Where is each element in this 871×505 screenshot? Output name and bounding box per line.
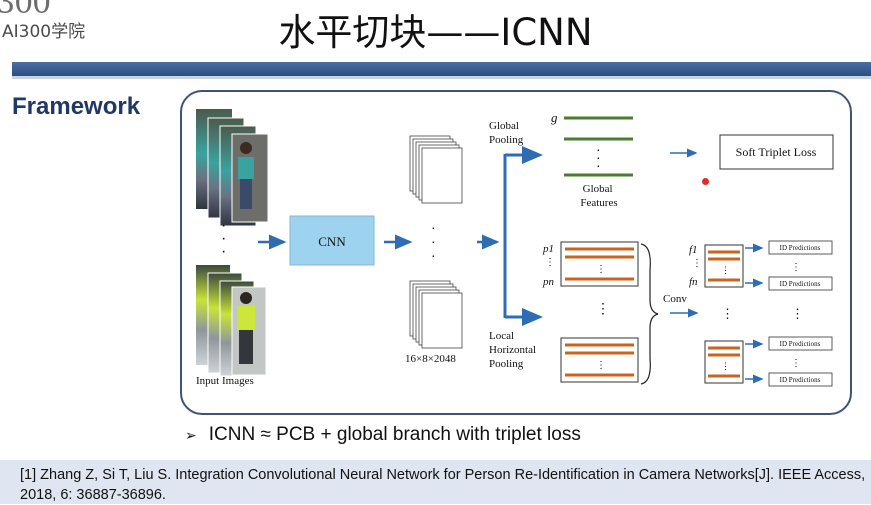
conv-label: Conv (663, 293, 687, 305)
id-prediction-label-3: ID Predictions (780, 340, 821, 348)
bullet-point: ➢ ICNN ≈ PCB + global branch with triplet… (185, 424, 581, 446)
feature-map-stack-top (409, 135, 463, 204)
id-ellipsis-1: ⋮ (791, 262, 801, 273)
input-image-stack-bottom (196, 265, 267, 377)
conv-ellipsis-mid: ⋮ (721, 306, 734, 321)
id-ellipsis-2: ⋮ (791, 358, 801, 369)
reference-text: [1] Zhang Z, Si T, Liu S. Integration Co… (20, 467, 866, 503)
f1-label: f1 (689, 244, 698, 256)
global-ellipsis-1: · (596, 141, 601, 157)
global-ellipsis-3: · (596, 157, 601, 173)
id-prediction-box-2 (768, 276, 833, 291)
svg-text:⋮: ⋮ (721, 361, 730, 371)
logo-mark: 300 (0, 0, 51, 21)
fn-label: fn (689, 276, 698, 288)
f-ellipsis: ⋮ (692, 258, 702, 269)
feature-map-label: 16×8×2048 (405, 353, 456, 365)
id-prediction-label-4: ID Predictions (780, 376, 821, 384)
id-prediction-label-2: ID Predictions (780, 280, 821, 288)
id-prediction-box-1 (768, 240, 833, 255)
title-underline-bar (12, 62, 871, 76)
conv-feature-box-top: ⋮ (704, 244, 744, 288)
figure-frame (180, 90, 852, 415)
input-ellipsis-3: · (221, 243, 226, 260)
local-part-box-bottom: ⋮ (560, 337, 639, 383)
local-pooling-label: Local Horizontal Pooling (489, 330, 539, 370)
id-prediction-label-1: ID Predictions (780, 244, 821, 252)
title-underline-shadow (12, 76, 871, 79)
ai300-logo: 300 AI300学院 (0, 0, 110, 42)
local-ellipsis-mid: ⋮ (596, 300, 610, 316)
cnn-label: CNN (318, 234, 346, 249)
section-label: Framework (12, 93, 141, 120)
feature-map-stack-bottom (409, 280, 463, 349)
logo-text: AI300学院 (2, 22, 86, 42)
pn-label: pn (542, 276, 555, 288)
p-ellipsis: ⋮ (545, 257, 555, 268)
global-features-label: Global Features (580, 183, 617, 209)
conv-feature-box-bottom: ⋮ (704, 340, 744, 384)
bullet-arrow-icon: ➢ (185, 427, 197, 443)
svg-text:⋮: ⋮ (721, 265, 730, 275)
pointer-cursor (702, 178, 709, 185)
bullet-text: ICNN ≈ PCB + global branch with triplet … (208, 424, 581, 445)
p1-label: p1 (542, 243, 554, 255)
cnn-box (289, 215, 375, 266)
input-images-label: Input Images (196, 375, 254, 387)
conv-brace (640, 243, 659, 385)
soft-triplet-loss-box (719, 134, 834, 170)
soft-triplet-loss-label: Soft Triplet Loss (736, 145, 817, 159)
global-ellipsis-2: · (596, 149, 601, 165)
id-prediction-box-3 (768, 336, 833, 351)
input-ellipsis-2: · (221, 230, 226, 247)
reference-bar: [1] Zhang Z, Si T, Liu S. Integration Co… (0, 460, 871, 504)
g-label: g (551, 110, 558, 125)
local-part-box-top: ⋮ (560, 241, 639, 287)
input-ellipsis-1: · (221, 217, 226, 234)
input-image-stack-top (196, 109, 269, 227)
feature-ellipsis-3: · (431, 247, 436, 263)
svg-text:⋮: ⋮ (596, 264, 606, 275)
svg-text:⋮: ⋮ (596, 360, 606, 371)
feature-ellipsis-1: · (431, 219, 436, 235)
slide-title: 水平切块——ICNN (278, 11, 593, 54)
id-ellipsis-mid: ⋮ (791, 306, 804, 321)
feature-ellipsis-2: · (431, 233, 436, 249)
id-prediction-box-4 (768, 372, 833, 387)
global-pooling-label: Global Pooling (489, 120, 524, 146)
